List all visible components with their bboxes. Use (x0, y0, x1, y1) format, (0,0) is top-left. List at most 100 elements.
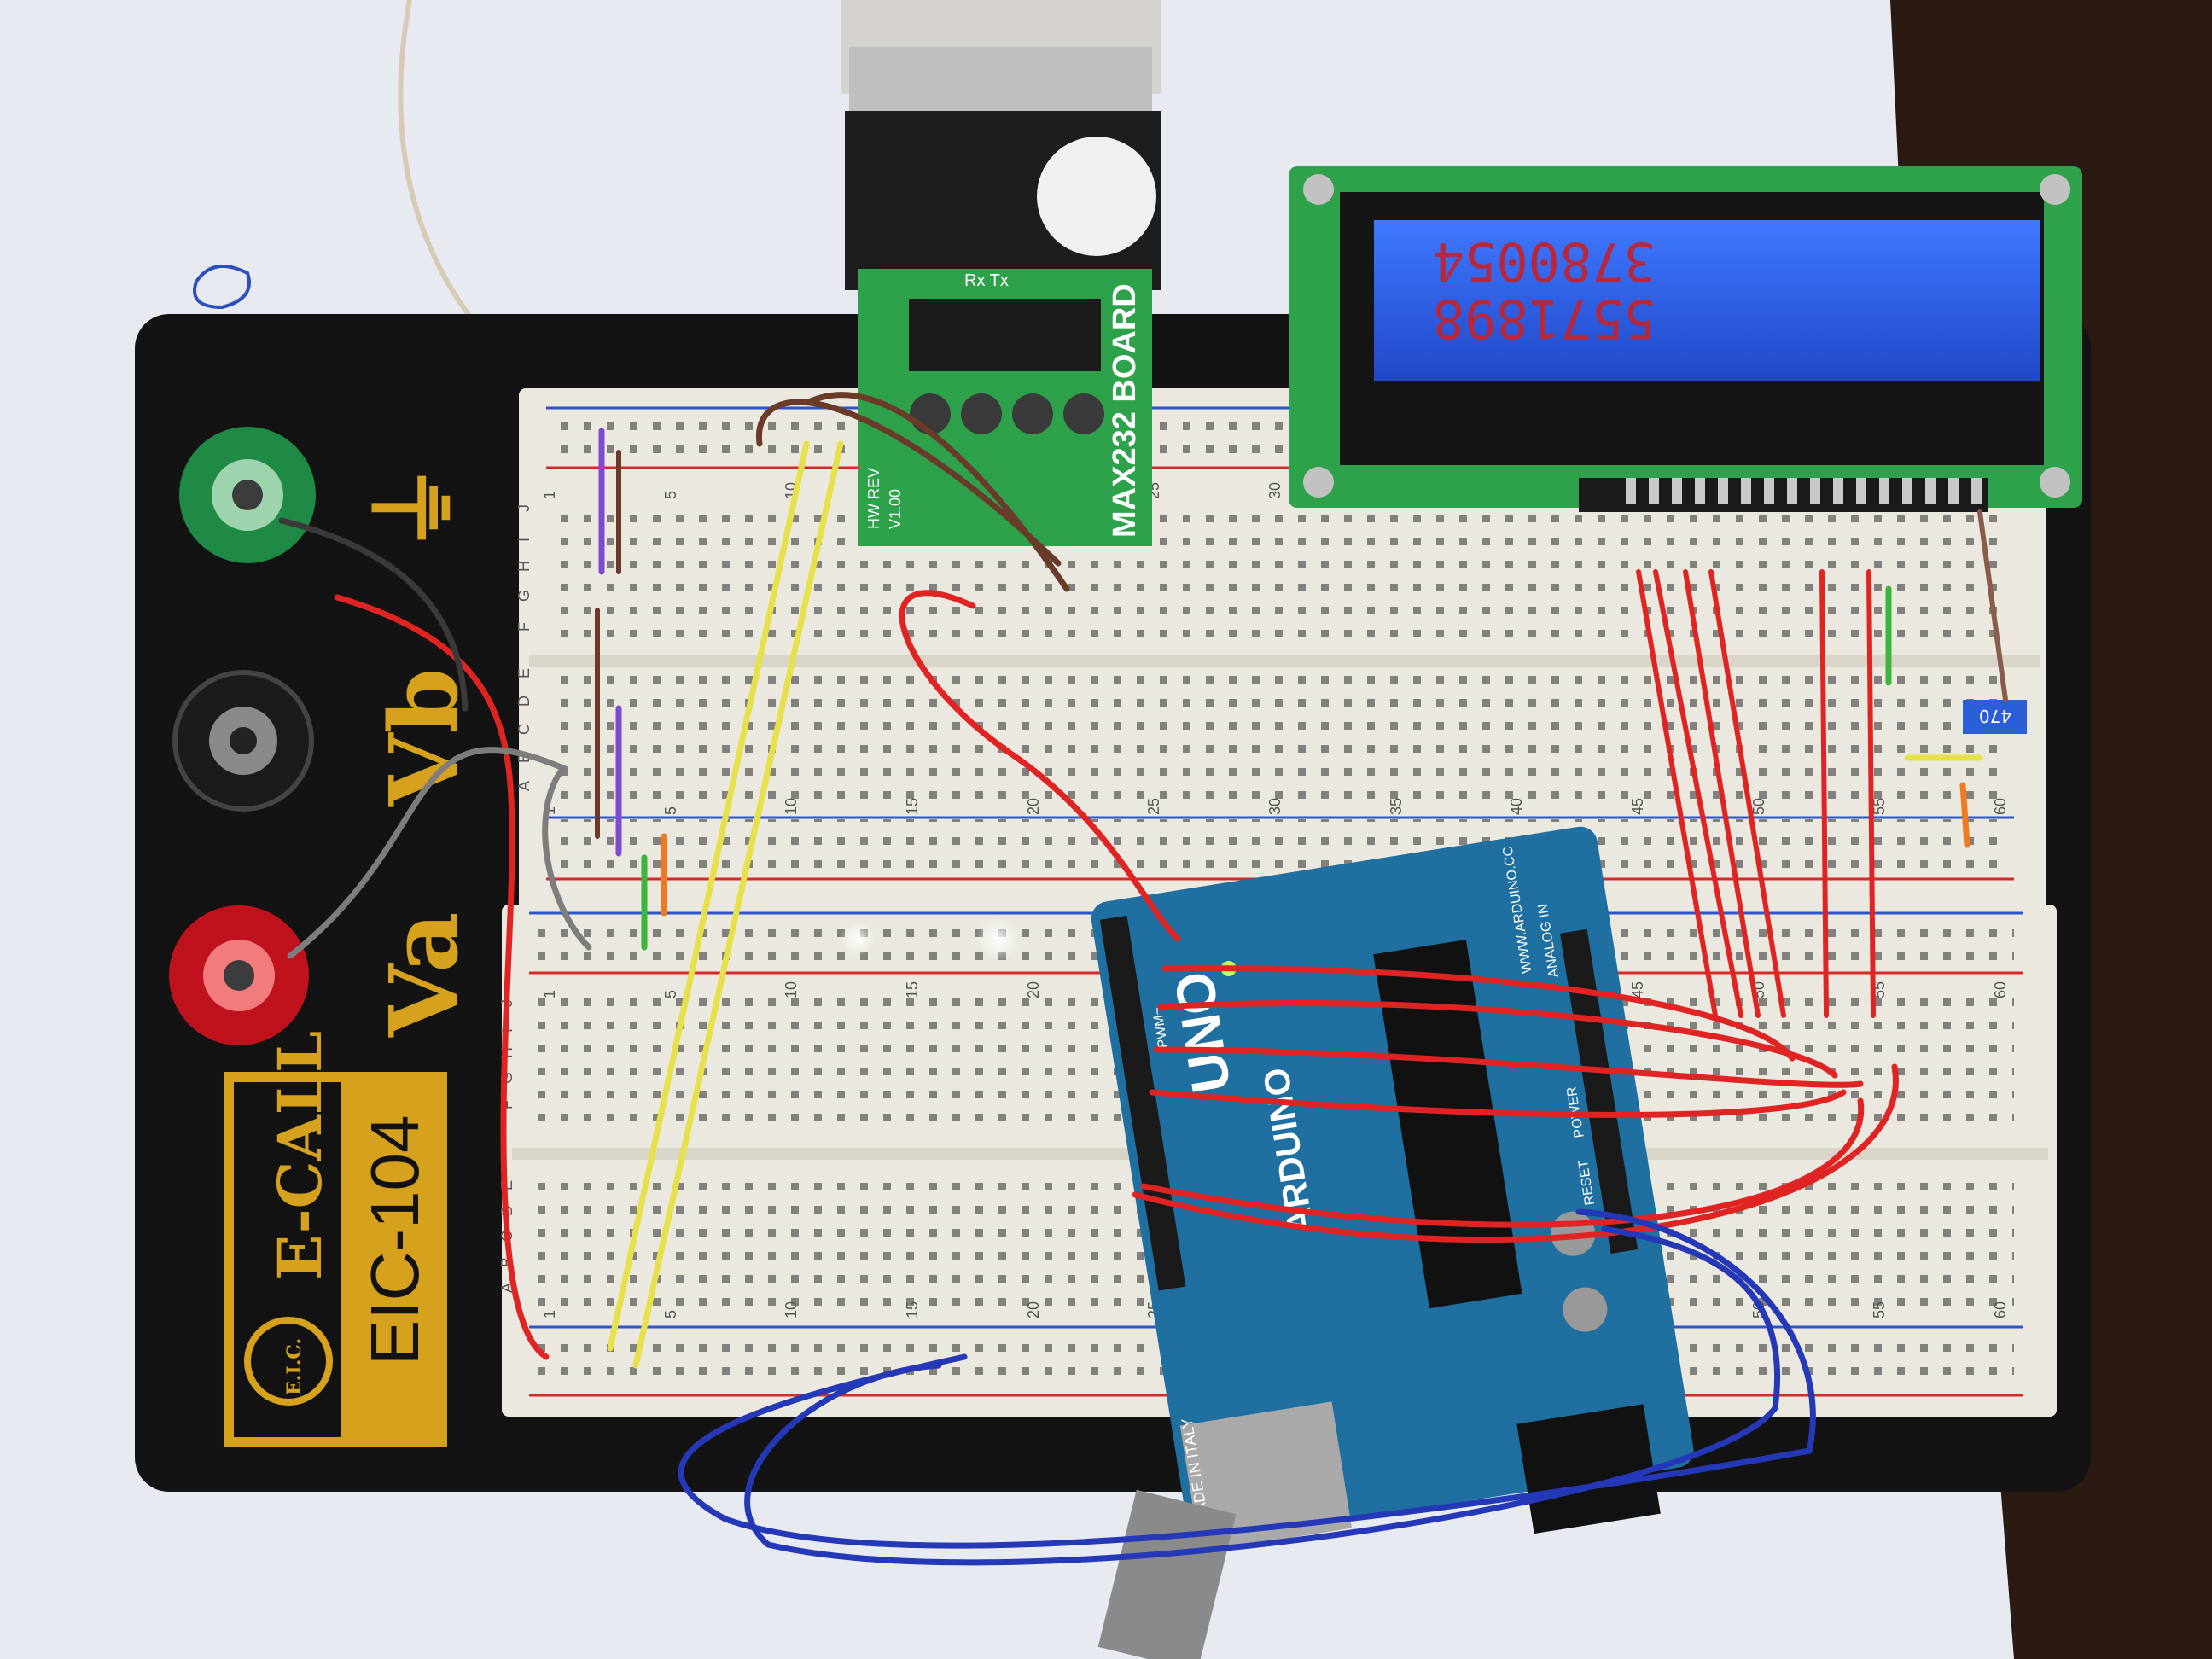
lcd-pin (1718, 478, 1728, 504)
wire-red-serial (899, 590, 1181, 942)
lcd-pin (1649, 478, 1659, 504)
column-number: 5 (662, 990, 679, 998)
lcd-pin (1856, 478, 1866, 504)
row-letter: D (515, 696, 533, 707)
cap-2 (1563, 1287, 1608, 1332)
lcd-line-1: 5571898 (1433, 288, 1656, 350)
lcd-pin (1672, 478, 1682, 504)
max232-rx-tx: Rx Tx (964, 271, 1009, 290)
wire-orange-lcd (1959, 782, 1970, 848)
wire-red-va (334, 594, 550, 1360)
lcd-pin (1971, 478, 1982, 504)
lcd-pin-row (1626, 478, 1982, 504)
column-number: 10 (783, 1301, 800, 1318)
lcd-pin (1925, 478, 1936, 504)
column-number: 1 (541, 491, 558, 499)
column-number: 1 (541, 990, 558, 998)
column-number: 60 (1992, 798, 2009, 815)
eic-logo-ring (244, 1317, 333, 1406)
va-label: Va (369, 911, 479, 1038)
row-letter: E (515, 668, 533, 678)
column-number: 20 (1025, 1301, 1042, 1318)
row-letter: J (515, 504, 533, 512)
logo-text: E.I.C. (283, 1338, 306, 1395)
lcd-line-2: 3780054 (1433, 230, 1656, 293)
wire-red-v3 (1683, 569, 1761, 1018)
row-letter: H (515, 561, 533, 572)
column-number: 30 (1266, 798, 1284, 815)
lcd-pin (1741, 478, 1751, 504)
row-letter: G (515, 590, 533, 602)
wire-yellow-2 (632, 440, 844, 1369)
column-number: 5 (662, 491, 679, 499)
atmega-chip (1373, 940, 1522, 1309)
vb-label: Vb (369, 668, 479, 807)
wire-gray-vb (287, 747, 592, 959)
column-number: 20 (1025, 981, 1042, 998)
column-number: 15 (904, 1301, 921, 1318)
wire-brown-lcd (1977, 509, 2008, 702)
wire-red-lcd-2 (1157, 1000, 1838, 1079)
column-number: 55 (1871, 1301, 1888, 1318)
header-power (1560, 928, 1639, 1254)
lcd-pin (1902, 478, 1912, 504)
contrast-potentiometer: 470 (1963, 700, 2027, 734)
capacitor-2 (961, 393, 1002, 434)
usb-cable (1097, 1489, 1237, 1659)
column-number: 5 (662, 806, 679, 815)
lcd-pin (1948, 478, 1959, 504)
row-letter: C (515, 724, 533, 735)
max232-chip (909, 299, 1101, 371)
ground-terminal (179, 427, 316, 563)
column-number: 1 (541, 1310, 558, 1318)
lcd-module: 5571898 3780054 (1289, 166, 2082, 512)
header-digital (1099, 915, 1186, 1291)
brand-text: E-CALL (265, 1031, 335, 1280)
row-letter: I (515, 538, 533, 542)
wire-red-lcd-5 (1140, 1097, 1865, 1228)
lcd-header-pins (1579, 478, 1988, 512)
lcd-pin (1695, 478, 1705, 504)
column-number: 45 (1629, 798, 1646, 815)
column-number: 10 (783, 798, 800, 815)
column-number: 45 (1629, 981, 1646, 998)
column-number: 60 (1992, 1301, 2009, 1318)
lcd-pin (1810, 478, 1820, 504)
wire-blue-2 (744, 1225, 1780, 1566)
column-number: 60 (1992, 981, 2009, 998)
wire-red-v4 (1708, 569, 1786, 1018)
wire-yellow-1 (607, 440, 810, 1352)
capacitor-1 (910, 393, 951, 434)
breadboard (502, 388, 2057, 1417)
column-number: 10 (783, 981, 800, 998)
wire-brown-2 (807, 392, 1070, 592)
max232-board: MAX232 BOARD Rx Tx HW REV V1.00 (858, 269, 1152, 546)
lcd-pin (1764, 478, 1774, 504)
model-text: EIC-104 (357, 1115, 433, 1365)
column-number: 1 (541, 806, 558, 815)
wire-brown-1 (755, 399, 1062, 567)
lcd-screen (1374, 220, 2040, 381)
led-glow-2 (841, 922, 875, 956)
ground-symbol: ⏚ (361, 461, 470, 555)
row-letter: A (515, 781, 533, 791)
wire-red-lcd-1 (1161, 965, 1796, 1062)
paper-shadow-arc (398, 0, 472, 317)
column-number: 40 (1508, 798, 1525, 815)
column-number: 35 (1388, 798, 1405, 815)
column-number: 5 (662, 1310, 679, 1318)
pen-mark (193, 265, 251, 310)
eic-label-plate: E-CALL EIC-104 E.I.C. (224, 1031, 447, 1447)
column-number: 50 (1750, 798, 1767, 815)
max232-rev: HW REV (865, 468, 882, 529)
max232-title: MAX232 BOARD (1107, 283, 1143, 538)
column-number: 55 (1871, 798, 1888, 815)
wire-red-v1 (1636, 569, 1718, 1018)
column-number: 20 (1025, 798, 1042, 815)
wire-blue-1 (678, 1208, 1816, 1549)
wire-red-lcd-6 (1132, 1063, 1899, 1243)
va-terminal (169, 905, 309, 1045)
vb-terminal (172, 670, 314, 812)
wire-red-lcd-3 (1153, 1046, 1864, 1088)
